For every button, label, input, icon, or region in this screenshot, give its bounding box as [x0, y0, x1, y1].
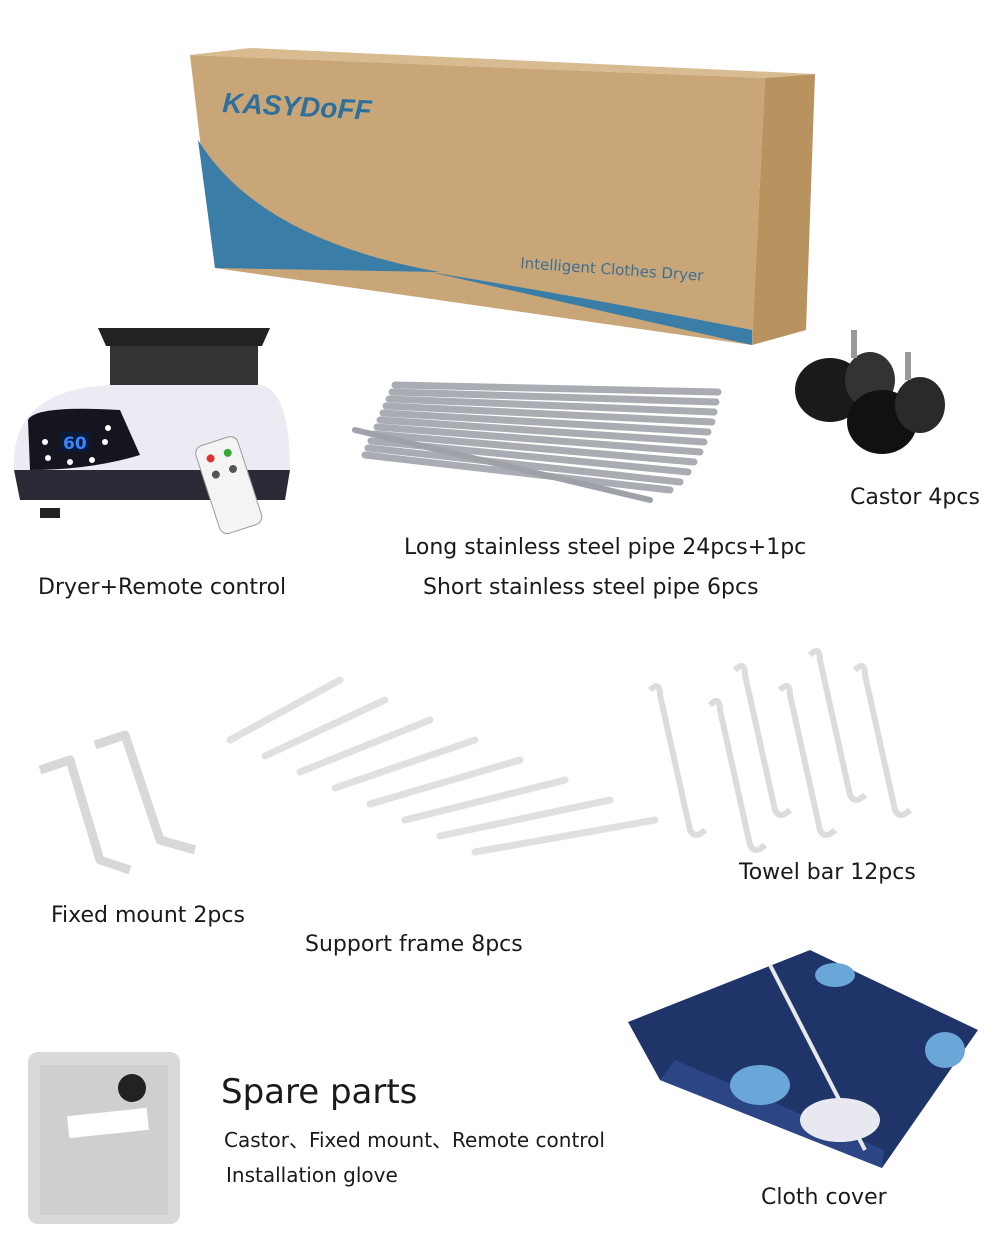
support-frame	[261, 696, 389, 760]
long-pipe-label: Long stainless steel pipe 24pcs+1pc	[404, 535, 807, 560]
cloth-cover	[628, 950, 978, 1168]
support-frames	[226, 676, 659, 856]
support-frame	[226, 676, 344, 744]
support-frame-label: Support frame 8pcs	[305, 932, 523, 957]
support-frame	[436, 796, 614, 840]
castor-label: Castor 4pcs	[850, 485, 980, 510]
fixed-mounts	[38, 730, 197, 875]
spare-parts-line1: Castor、Fixed mount、Remote control	[224, 1128, 605, 1152]
towel-bar-label: Towel bar 12pcs	[739, 860, 916, 885]
towel-bar	[807, 648, 868, 803]
shipping-box: KASYDoFF Intelligent Clothes Dryer	[190, 48, 815, 345]
fixed-mount-label: Fixed mount 2pcs	[51, 903, 245, 928]
support-frame	[331, 736, 479, 792]
cloth-cover-label: Cloth cover	[761, 1185, 887, 1210]
spare-parts-bag	[28, 1052, 180, 1224]
towel-bar	[707, 698, 768, 853]
spare-parts-title: Spare parts	[221, 1072, 418, 1112]
support-frame	[471, 816, 659, 856]
towel-bar	[852, 663, 913, 818]
dryer-unit: 60	[13, 328, 290, 535]
support-frame	[296, 716, 434, 776]
short-pipe-label: Short stainless steel pipe 6pcs	[423, 575, 759, 600]
spare-parts-line2: Installation glove	[226, 1163, 398, 1187]
remote-control	[195, 436, 263, 535]
support-frame	[366, 756, 524, 808]
castors	[795, 330, 945, 454]
towel-bar	[647, 683, 708, 838]
towel-bars	[647, 648, 913, 853]
steel-pipes	[352, 381, 722, 503]
dryer-label: Dryer+Remote control	[38, 575, 287, 600]
support-frame	[401, 776, 569, 824]
towel-bar	[732, 663, 793, 818]
dryer-display: 60	[63, 434, 87, 454]
towel-bar	[777, 683, 838, 838]
